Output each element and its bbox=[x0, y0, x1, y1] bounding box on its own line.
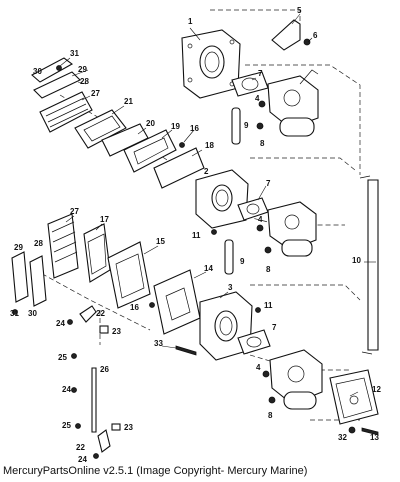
callout-24: 24 bbox=[56, 319, 65, 328]
callout-2: 2 bbox=[204, 167, 209, 176]
reed-block-part bbox=[39, 91, 93, 133]
bracket-part bbox=[271, 19, 301, 51]
callout-31: 31 bbox=[10, 309, 19, 318]
callout-27: 27 bbox=[70, 207, 79, 216]
callout-20: 20 bbox=[146, 119, 155, 128]
callout-23: 23 bbox=[124, 423, 133, 432]
callout-7: 7 bbox=[272, 323, 277, 332]
callout-12: 12 bbox=[372, 385, 381, 394]
callout-24: 24 bbox=[62, 385, 71, 394]
carburetor-upper bbox=[267, 69, 319, 137]
callout-30: 30 bbox=[28, 309, 37, 318]
callout-4: 4 bbox=[256, 363, 261, 372]
callout-27: 27 bbox=[91, 89, 100, 98]
exploded-parts-diagram: 1 5 6 7 4 8 9 31 30 29 28 27 21 20 19 16… bbox=[10, 6, 381, 462]
callout-28: 28 bbox=[34, 239, 43, 248]
plate-15 bbox=[107, 241, 151, 309]
gasket-part bbox=[237, 329, 271, 355]
callout-13: 13 bbox=[370, 433, 379, 442]
callout-18: 18 bbox=[205, 141, 214, 150]
carburetor-middle bbox=[267, 201, 317, 257]
intake-manifold-upper bbox=[181, 29, 241, 99]
callout-8: 8 bbox=[268, 411, 273, 420]
callout-4: 4 bbox=[258, 215, 263, 224]
callout-30: 30 bbox=[33, 67, 42, 76]
callout-9: 9 bbox=[244, 121, 249, 130]
screw-part bbox=[303, 38, 311, 46]
callout-14: 14 bbox=[204, 264, 213, 273]
callout-26: 26 bbox=[100, 365, 109, 374]
plate-14 bbox=[153, 269, 201, 335]
callout-8: 8 bbox=[266, 265, 271, 274]
callout-19: 19 bbox=[171, 122, 180, 131]
callout-22: 22 bbox=[96, 309, 105, 318]
reed-stop-part bbox=[31, 57, 74, 83]
plate-17 bbox=[83, 223, 111, 283]
lever-part bbox=[79, 305, 97, 323]
gasket-21 bbox=[74, 109, 127, 149]
image-caption: MercuryPartsOnline v2.5.1 (Image Copyrig… bbox=[3, 465, 308, 477]
callout-25: 25 bbox=[62, 421, 71, 430]
callout-11: 11 bbox=[264, 301, 273, 310]
carburetor-lower bbox=[269, 349, 323, 410]
leader-lines bbox=[59, 13, 376, 397]
intake-manifold-lower bbox=[199, 291, 253, 361]
callout-5: 5 bbox=[297, 6, 302, 15]
callout-33: 33 bbox=[154, 339, 163, 348]
callout-9: 9 bbox=[240, 257, 245, 266]
tube-part bbox=[231, 107, 241, 145]
callout-6: 6 bbox=[313, 31, 318, 40]
callout-3: 3 bbox=[228, 283, 233, 292]
callout-11: 11 bbox=[192, 231, 201, 240]
callout-7: 7 bbox=[266, 179, 271, 188]
callout-24: 24 bbox=[78, 455, 87, 462]
reed-lower bbox=[29, 255, 47, 307]
callout-21: 21 bbox=[124, 97, 133, 106]
link-rod bbox=[91, 367, 97, 433]
callout-15: 15 bbox=[156, 237, 165, 246]
cover-plate bbox=[329, 369, 379, 425]
reed-part bbox=[33, 71, 81, 99]
callout-29: 29 bbox=[78, 65, 87, 74]
callout-23: 23 bbox=[112, 327, 121, 336]
callout-28: 28 bbox=[80, 77, 89, 86]
callout-32: 32 bbox=[338, 433, 347, 442]
callout-labels: 1 5 6 7 4 8 9 31 30 29 28 27 21 20 19 16… bbox=[10, 6, 381, 462]
arm-part bbox=[97, 429, 111, 453]
callout-16: 16 bbox=[190, 124, 199, 133]
callout-8: 8 bbox=[260, 139, 265, 148]
tube-part bbox=[224, 239, 234, 275]
callout-10: 10 bbox=[352, 256, 361, 265]
fuel-hose bbox=[367, 179, 379, 351]
plate-18 bbox=[153, 147, 205, 189]
callout-17: 17 bbox=[100, 215, 109, 224]
intake-manifold-middle bbox=[195, 169, 249, 229]
callout-1: 1 bbox=[188, 17, 193, 26]
callout-22: 22 bbox=[76, 443, 85, 452]
callout-31: 31 bbox=[70, 49, 79, 58]
reed-block-lower bbox=[47, 213, 79, 279]
callout-4: 4 bbox=[255, 94, 260, 103]
callout-16: 16 bbox=[130, 303, 139, 312]
callout-25: 25 bbox=[58, 353, 67, 362]
bushing-part bbox=[99, 325, 109, 334]
reed-stop-lower bbox=[11, 251, 29, 303]
callout-7: 7 bbox=[258, 69, 263, 78]
callout-29: 29 bbox=[14, 243, 23, 252]
